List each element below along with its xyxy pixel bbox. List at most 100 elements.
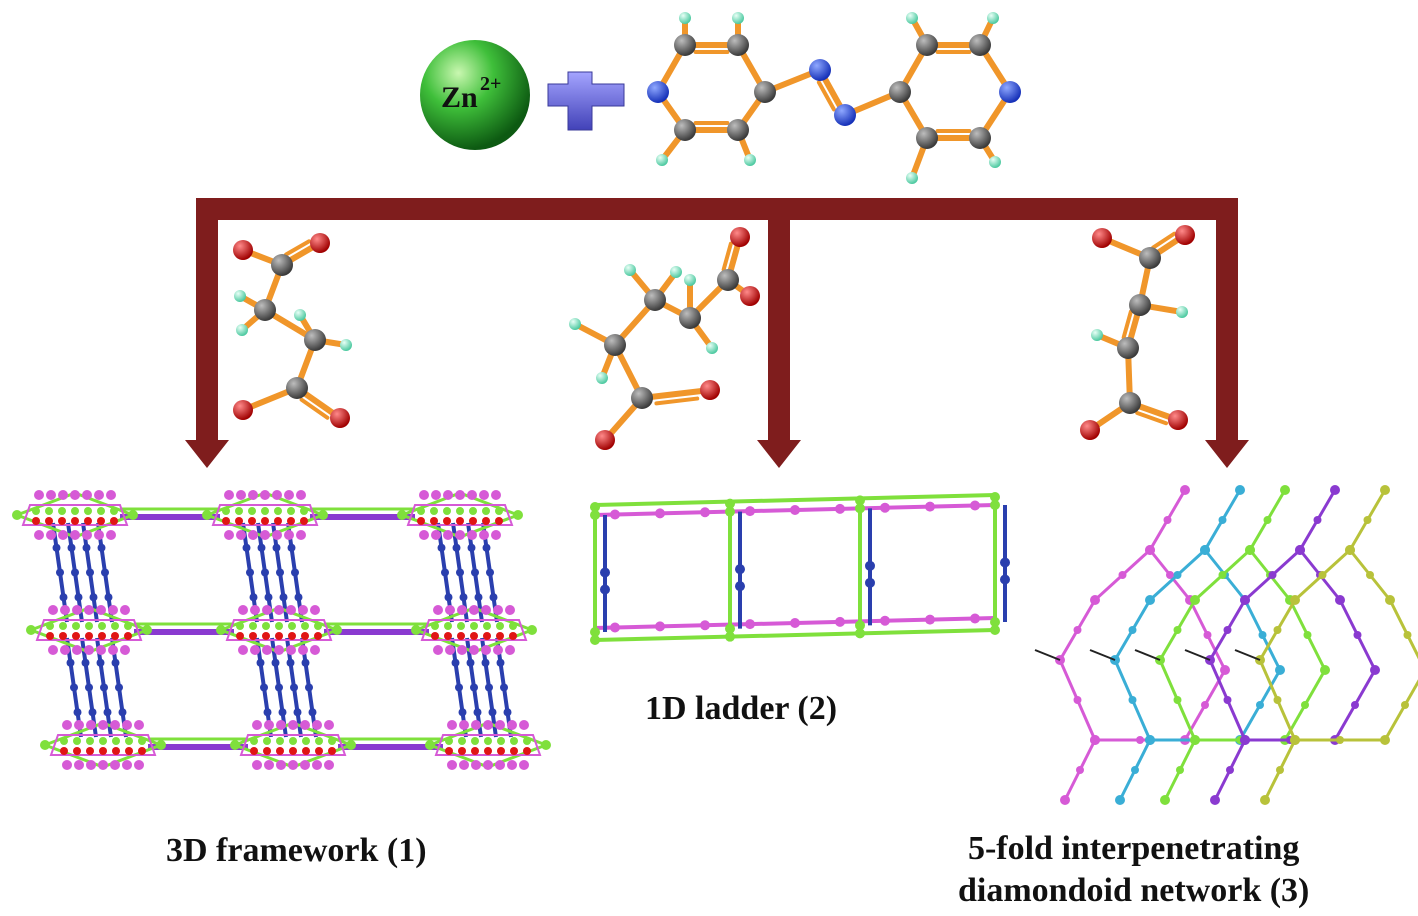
diamondoid-network-structure bbox=[1034, 485, 1418, 805]
cluster-node bbox=[58, 490, 68, 500]
pillar-node bbox=[242, 543, 251, 552]
cluster-node bbox=[519, 720, 529, 730]
cluster-node bbox=[60, 737, 68, 745]
cluster-node bbox=[48, 605, 58, 615]
network-node bbox=[1190, 735, 1200, 745]
network-node bbox=[1276, 766, 1284, 774]
pillar-node bbox=[118, 708, 127, 717]
ladder-rail bbox=[594, 628, 996, 642]
cluster-node bbox=[493, 645, 503, 655]
cluster-node bbox=[62, 760, 72, 770]
hydrogen-atom bbox=[679, 12, 691, 24]
pillar-node bbox=[456, 568, 464, 577]
pillar-node bbox=[452, 543, 461, 552]
network-node bbox=[1173, 571, 1182, 579]
network-node bbox=[1220, 665, 1230, 675]
network-node bbox=[1235, 485, 1245, 495]
cluster-node bbox=[94, 530, 104, 540]
ladder-node bbox=[725, 506, 735, 517]
network-node bbox=[1223, 696, 1232, 704]
cluster-node bbox=[74, 760, 84, 770]
cluster-node bbox=[469, 507, 477, 515]
zinc-cluster bbox=[216, 605, 342, 655]
network-node bbox=[1090, 595, 1100, 605]
cluster-node bbox=[471, 747, 479, 755]
cluster-node bbox=[250, 737, 258, 745]
pillar-node bbox=[489, 593, 498, 602]
cluster-node bbox=[523, 737, 531, 745]
pillar-node bbox=[256, 658, 265, 667]
cluster-node bbox=[274, 507, 282, 515]
cluster-node bbox=[85, 622, 93, 630]
nitrogen-atom bbox=[834, 104, 856, 126]
cluster-node bbox=[236, 632, 244, 640]
network-node bbox=[1318, 571, 1327, 579]
cluster-node bbox=[128, 510, 138, 520]
cluster-node bbox=[134, 760, 144, 770]
cluster-node bbox=[263, 737, 271, 745]
cluster-node bbox=[483, 622, 491, 630]
double-bond bbox=[1135, 410, 1169, 426]
cluster-node bbox=[106, 490, 116, 500]
network-node bbox=[1280, 485, 1290, 495]
cluster-node bbox=[86, 720, 96, 730]
network-node bbox=[1345, 545, 1355, 555]
cluster-node bbox=[289, 747, 297, 755]
cluster-node bbox=[457, 645, 467, 655]
hydrogen-atom bbox=[234, 290, 246, 302]
network-node bbox=[1301, 701, 1309, 709]
cluster-node bbox=[45, 517, 53, 525]
cluster-node bbox=[430, 507, 438, 515]
network-node bbox=[1200, 545, 1210, 555]
pillar-node bbox=[96, 658, 105, 667]
carbon-atom bbox=[727, 34, 749, 56]
cluster-node bbox=[471, 760, 481, 770]
cluster-node bbox=[300, 517, 308, 525]
ladder-node bbox=[590, 502, 600, 512]
cluster-node bbox=[513, 510, 523, 520]
cluster-node bbox=[46, 530, 56, 540]
cluster-node bbox=[505, 605, 515, 615]
cluster-node bbox=[99, 737, 107, 745]
hydrogen-atom bbox=[1176, 306, 1188, 318]
ladder-node bbox=[990, 617, 1000, 627]
network-node bbox=[1275, 665, 1285, 675]
cluster-node bbox=[510, 737, 518, 745]
cluster-node bbox=[493, 605, 503, 615]
cluster-node bbox=[457, 632, 465, 640]
cluster-node bbox=[315, 737, 323, 745]
zinc-cluster bbox=[411, 605, 537, 655]
pillar-node bbox=[305, 683, 313, 692]
network-node bbox=[1128, 626, 1137, 634]
hydrogen-atom bbox=[684, 274, 696, 286]
cluster-node bbox=[274, 605, 284, 615]
cluster-node bbox=[45, 507, 53, 515]
cluster-node bbox=[302, 747, 310, 755]
pillar-node bbox=[287, 543, 296, 552]
pillar-node bbox=[257, 543, 266, 552]
ladder-node bbox=[990, 492, 1000, 502]
cluster-node bbox=[108, 605, 118, 615]
double-bond bbox=[721, 241, 733, 272]
pillar-node bbox=[70, 683, 78, 692]
cluster-node bbox=[497, 747, 505, 755]
cluster-node bbox=[84, 507, 92, 515]
cluster-node bbox=[202, 510, 212, 520]
cluster-node bbox=[96, 605, 106, 615]
cluster-node bbox=[84, 645, 94, 655]
pillar-node bbox=[74, 593, 83, 602]
cluster-node bbox=[58, 507, 66, 515]
cluster-node bbox=[262, 645, 272, 655]
cluster-node bbox=[72, 645, 82, 655]
cluster-node bbox=[541, 740, 551, 750]
hydrogen-atom bbox=[906, 12, 918, 24]
network-node bbox=[1145, 595, 1155, 605]
cluster-node bbox=[443, 517, 451, 525]
cluster-node bbox=[444, 622, 452, 630]
ladder-node bbox=[970, 613, 980, 624]
caption-line-1: 5-fold interpenetrating bbox=[967, 830, 1300, 867]
network-node bbox=[1201, 701, 1209, 709]
ladder-1d-structure bbox=[590, 492, 1010, 645]
cluster-node bbox=[138, 737, 146, 745]
cluster-node bbox=[443, 490, 453, 500]
